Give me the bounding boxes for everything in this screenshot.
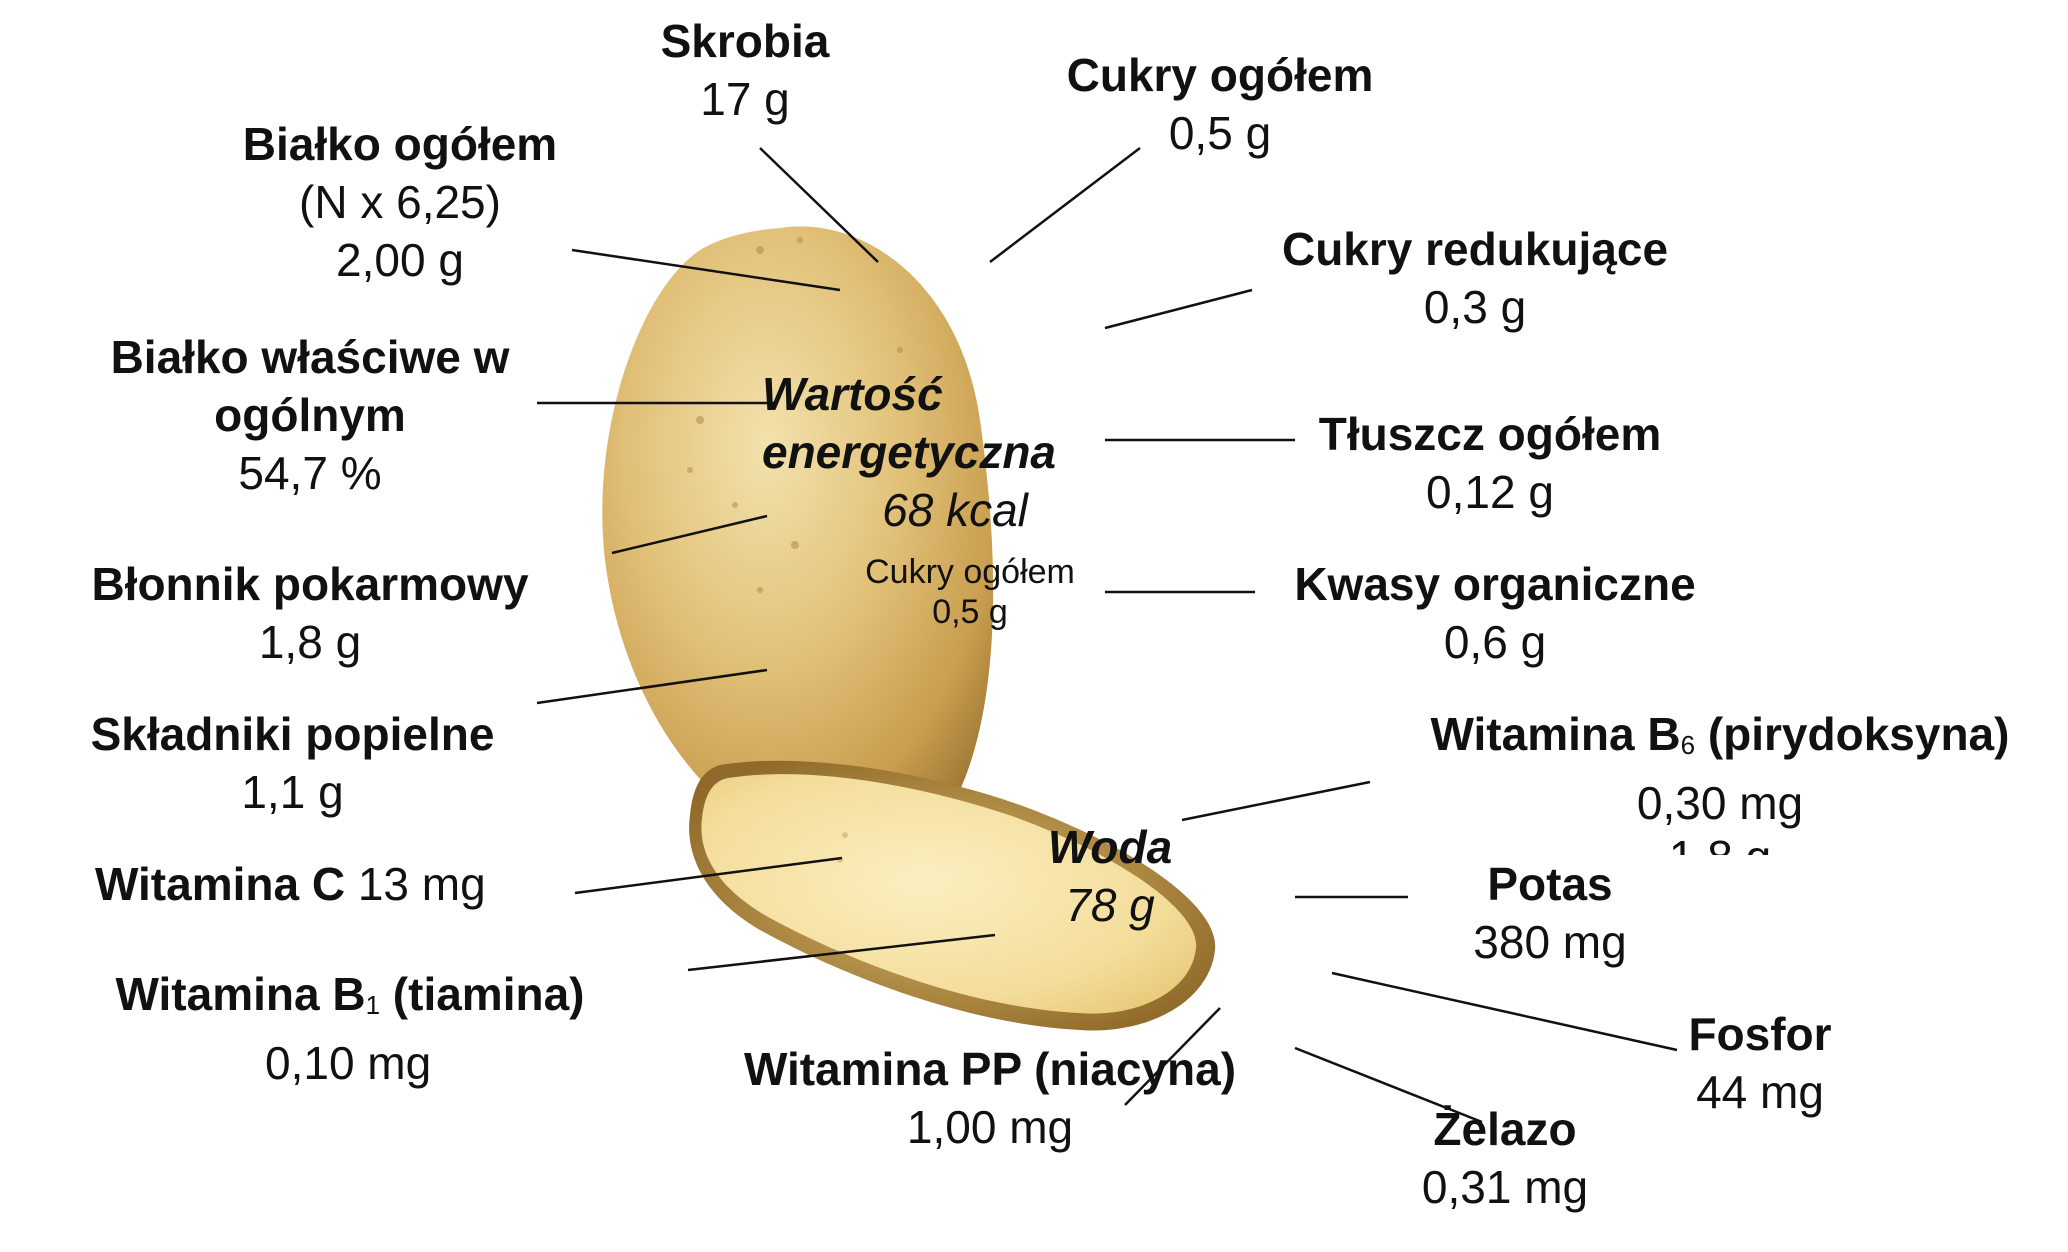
zelazo-value: 0,31 mg bbox=[1421, 1161, 1589, 1213]
label-woda: Woda 78 g bbox=[1010, 818, 1210, 934]
kwasy-organiczne-value: 0,6 g bbox=[1443, 616, 1547, 668]
label-blonnik: Błonnik pokarmowy 1,8 g bbox=[60, 555, 560, 671]
woda-value: 78 g bbox=[1065, 879, 1155, 931]
witamina-b6-suffix: (pirydoksyna) bbox=[1695, 708, 2010, 760]
witamina-b1-subscript: 1 bbox=[365, 990, 381, 1020]
label-cukry-ogolem-inner: Cukry ogółem 0,5 g bbox=[830, 552, 1110, 632]
kwasy-organiczne-name: Kwasy organiczne bbox=[1294, 558, 1696, 610]
witamina-b6-prefix: Witamina B bbox=[1430, 708, 1681, 760]
witamina-b1-name: Witamina B1 (tiamina) bbox=[80, 965, 620, 1034]
witamina-b1-suffix: (tiamina) bbox=[380, 968, 585, 1020]
tluszcz-ogolem-name: Tłuszcz ogółem bbox=[1318, 408, 1662, 460]
witamina-c-value: 13 mg bbox=[357, 858, 486, 910]
witamina-c-name: Witamina C bbox=[95, 858, 346, 910]
witamina-b6-name: Witamina B6 (pirydoksyna) bbox=[1400, 705, 2040, 774]
label-kwasy-organiczne: Kwasy organiczne 0,6 g bbox=[1270, 555, 1720, 671]
bialko-ogolem-value: 2,00 g bbox=[336, 234, 464, 286]
cukry-ogolem-value: 0,5 g bbox=[1168, 107, 1272, 159]
witamina-b6-value: 0,30 mg bbox=[1636, 777, 1804, 829]
skladniki-popielne-value: 1,1 g bbox=[241, 766, 344, 818]
label-witamina-pp: Witamina PP (niacyna) 1,00 mg bbox=[710, 1040, 1270, 1156]
zelazo-name: Żelazo bbox=[1433, 1103, 1577, 1155]
wartosc-energetyczna-name-1: Wartość bbox=[762, 368, 943, 420]
witamina-pp-name: Witamina PP (niacyna) bbox=[743, 1043, 1237, 1095]
potato-slice-flesh bbox=[701, 774, 1197, 1014]
label-bialko-wlasciwe: Białko właściwe w ogólnym 54,7 % bbox=[80, 328, 540, 502]
label-tluszcz-ogolem: Tłuszcz ogółem 0,12 g bbox=[1290, 405, 1690, 521]
skrobia-name: Skrobia bbox=[660, 15, 830, 67]
wartosc-energetyczna-value: 68 kcal bbox=[882, 484, 1028, 536]
cukry-redukujace-value: 0,3 g bbox=[1423, 281, 1527, 333]
skrobia-value: 17 g bbox=[700, 73, 790, 125]
witamina-pp-value: 1,00 mg bbox=[906, 1101, 1074, 1153]
bialko-wlasciwe-value: 54,7 % bbox=[238, 447, 382, 499]
witamina-b1-prefix: Witamina B bbox=[115, 968, 366, 1020]
woda-name: Woda bbox=[1047, 821, 1173, 873]
label-witamina-b1: Witamina B1 (tiamina) 0,10 mg bbox=[80, 965, 620, 1092]
label-cukry-ogolem: Cukry ogółem 0,5 g bbox=[1020, 46, 1420, 162]
label-zelazo: Żelazo 0,31 mg bbox=[1380, 1100, 1630, 1216]
cukry-redukujace-name: Cukry redukujące bbox=[1281, 223, 1669, 275]
bialko-wlasciwe-name-1: Białko właściwe w bbox=[110, 331, 510, 383]
potas-name: Potas bbox=[1487, 858, 1613, 910]
fosfor-value: 44 mg bbox=[1696, 1066, 1824, 1118]
label-witamina-c: Witamina C 13 mg bbox=[95, 855, 535, 913]
blonnik-name: Błonnik pokarmowy bbox=[91, 558, 529, 610]
leader-lines bbox=[536, 147, 1678, 1124]
wartosc-energetyczna-name-2: energetyczna bbox=[762, 426, 1057, 478]
tluszcz-ogolem-value: 0,12 g bbox=[1426, 466, 1554, 518]
label-bialko-ogolem: Białko ogółem (N x 6,25) 2,00 g bbox=[200, 115, 600, 289]
witamina-b1-value: 0,10 mg bbox=[265, 1037, 432, 1089]
label-witamina-b6: Witamina B6 (pirydoksyna) 0,30 mg 1,8 g bbox=[1400, 705, 2040, 855]
cukry-ogolem-inner-value: 0,5 g bbox=[932, 593, 1008, 631]
cukry-ogolem-name: Cukry ogółem bbox=[1066, 49, 1374, 101]
label-wartosc-energetyczna: Wartość energetyczna 68 kcal bbox=[740, 365, 1100, 539]
cukry-ogolem-inner-name: Cukry ogółem bbox=[865, 553, 1075, 591]
label-skladniki-popielne: Składniki popielne 1,1 g bbox=[60, 705, 525, 821]
witamina-b6-clipped-value: 1,8 g bbox=[1400, 828, 2040, 855]
bialko-ogolem-name: Białko ogółem bbox=[242, 118, 558, 170]
witamina-b6-subscript: 6 bbox=[1680, 730, 1696, 760]
bialko-wlasciwe-name-2: ogólnym bbox=[214, 389, 406, 441]
label-potas: Potas 380 mg bbox=[1430, 855, 1670, 971]
label-cukry-redukujace: Cukry redukujące 0,3 g bbox=[1245, 220, 1705, 336]
blonnik-value: 1,8 g bbox=[258, 616, 362, 668]
fosfor-name: Fosfor bbox=[1688, 1008, 1832, 1060]
label-skrobia: Skrobia 17 g bbox=[615, 12, 875, 128]
skladniki-popielne-name: Składniki popielne bbox=[90, 708, 495, 760]
potas-value: 380 mg bbox=[1473, 916, 1627, 968]
whole-potato bbox=[602, 226, 994, 854]
label-fosfor: Fosfor 44 mg bbox=[1650, 1005, 1870, 1121]
bialko-ogolem-note: (N x 6,25) bbox=[299, 176, 501, 228]
